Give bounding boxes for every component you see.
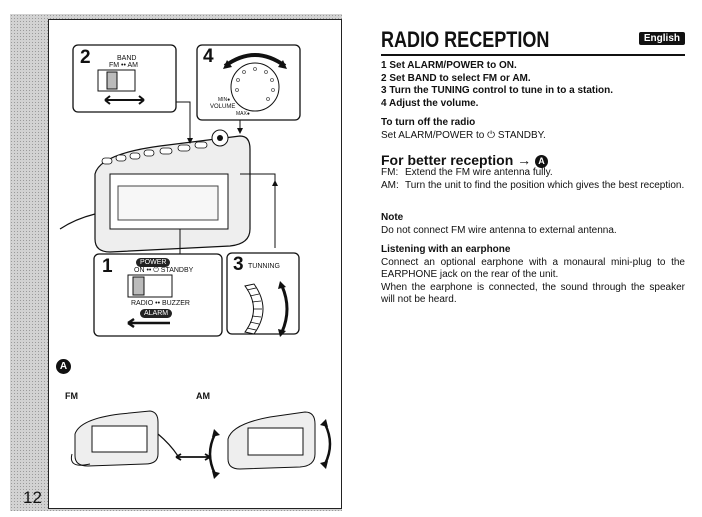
band-arrow: [104, 95, 145, 105]
fm-label: FM: [65, 391, 78, 401]
turn-off-heading: To turn off the radio: [381, 117, 476, 128]
better-reception-section: FM: Extend the FM wire antenna fully. AM…: [381, 167, 685, 192]
steps-list: 1 Set ALARM/POWER to ON. 2 Set BAND to s…: [381, 60, 685, 110]
note-text: Do not connect FM wire antenna to extern…: [381, 224, 617, 236]
band-label: BAND: [117, 55, 137, 62]
step-item: 1 Set ALARM/POWER to ON.: [381, 60, 517, 71]
am-arrow-left: [208, 433, 217, 475]
am-radio-illustration: [208, 411, 332, 479]
fm-text: Extend the FM wire antenna fully.: [405, 167, 553, 178]
power-label: POWER: [136, 258, 171, 267]
alarm-arrow: [127, 317, 170, 329]
am-arrow-right: [323, 423, 332, 465]
turn-off-text: Set ALARM/POWER to ⏻ STANDBY.: [381, 129, 546, 141]
tuning-arrow: [280, 285, 289, 333]
step-item: 4 Adjust the volume.: [381, 97, 479, 109]
am-text: Turn the unit to find the position which…: [405, 179, 685, 191]
on-standby-label: ON •• ⏻ STANDBY: [134, 267, 194, 274]
volume-dial: [230, 62, 280, 112]
fm-instruction: FM: Extend the FM wire antenna fully.: [381, 167, 685, 180]
illustration-panel: 2 BAND FM •• AM 4 MIN● VOLUME MAX● 1 POW…: [10, 14, 342, 511]
step-item: 2 Set BAND to select FM or AM.: [381, 72, 531, 84]
note-section: Note Do not connect FM wire antenna to e…: [381, 212, 685, 237]
step-item: 3 Turn the TUNING control to tune in to …: [381, 85, 614, 96]
band-options: FM •• AM: [109, 62, 139, 69]
better-reception-title: For better reception →: [381, 152, 532, 168]
am-instruction: AM: Turn the unit to find the position w…: [381, 180, 685, 193]
earphone-para2: When the earphone is connected, the soun…: [381, 281, 685, 306]
radio-body: [59, 129, 251, 253]
better-reception-marker: A: [535, 155, 549, 168]
fm-arrow: [175, 453, 211, 461]
page-title: RADIO RECEPTION: [381, 27, 550, 52]
step4-number: 4: [203, 46, 214, 67]
volume-max-label: MAX●: [236, 111, 250, 117]
volume-min-label: MIN●: [218, 97, 231, 103]
note-heading: Note: [381, 212, 404, 223]
turn-off-section: To turn off the radio Set ALARM/POWER to…: [381, 117, 685, 142]
step1-number: 1: [102, 256, 113, 277]
alarm-label: ALARM: [140, 309, 173, 318]
radio-buzzer-label: RADIO •• BUZZER: [131, 300, 190, 307]
volume-label: VOLUME: [210, 104, 236, 110]
step2-number: 2: [80, 47, 91, 68]
step3-number: 3: [233, 254, 244, 275]
section-a-marker: A: [56, 359, 71, 374]
radio-illustration: [59, 44, 332, 479]
tuning-label: TUNNING: [248, 263, 280, 270]
better-reception-heading: For better reception → A: [381, 152, 549, 168]
language-badge: English: [638, 32, 685, 45]
earphone-heading: Listening with an earphone: [381, 244, 511, 255]
volume-arrow: [223, 53, 287, 68]
am-key: AM:: [381, 179, 399, 191]
am-label: AM: [196, 391, 210, 401]
fm-key: FM:: [381, 167, 399, 178]
fm-radio-illustration: [70, 410, 211, 467]
earphone-section: Listening with an earphone Connect an op…: [381, 244, 685, 307]
earphone-para1: Connect an optional earphone with a mona…: [381, 256, 685, 281]
page-number: 12: [23, 488, 42, 507]
section-header: RADIO RECEPTION English: [381, 26, 685, 56]
step3-box: [226, 252, 300, 335]
